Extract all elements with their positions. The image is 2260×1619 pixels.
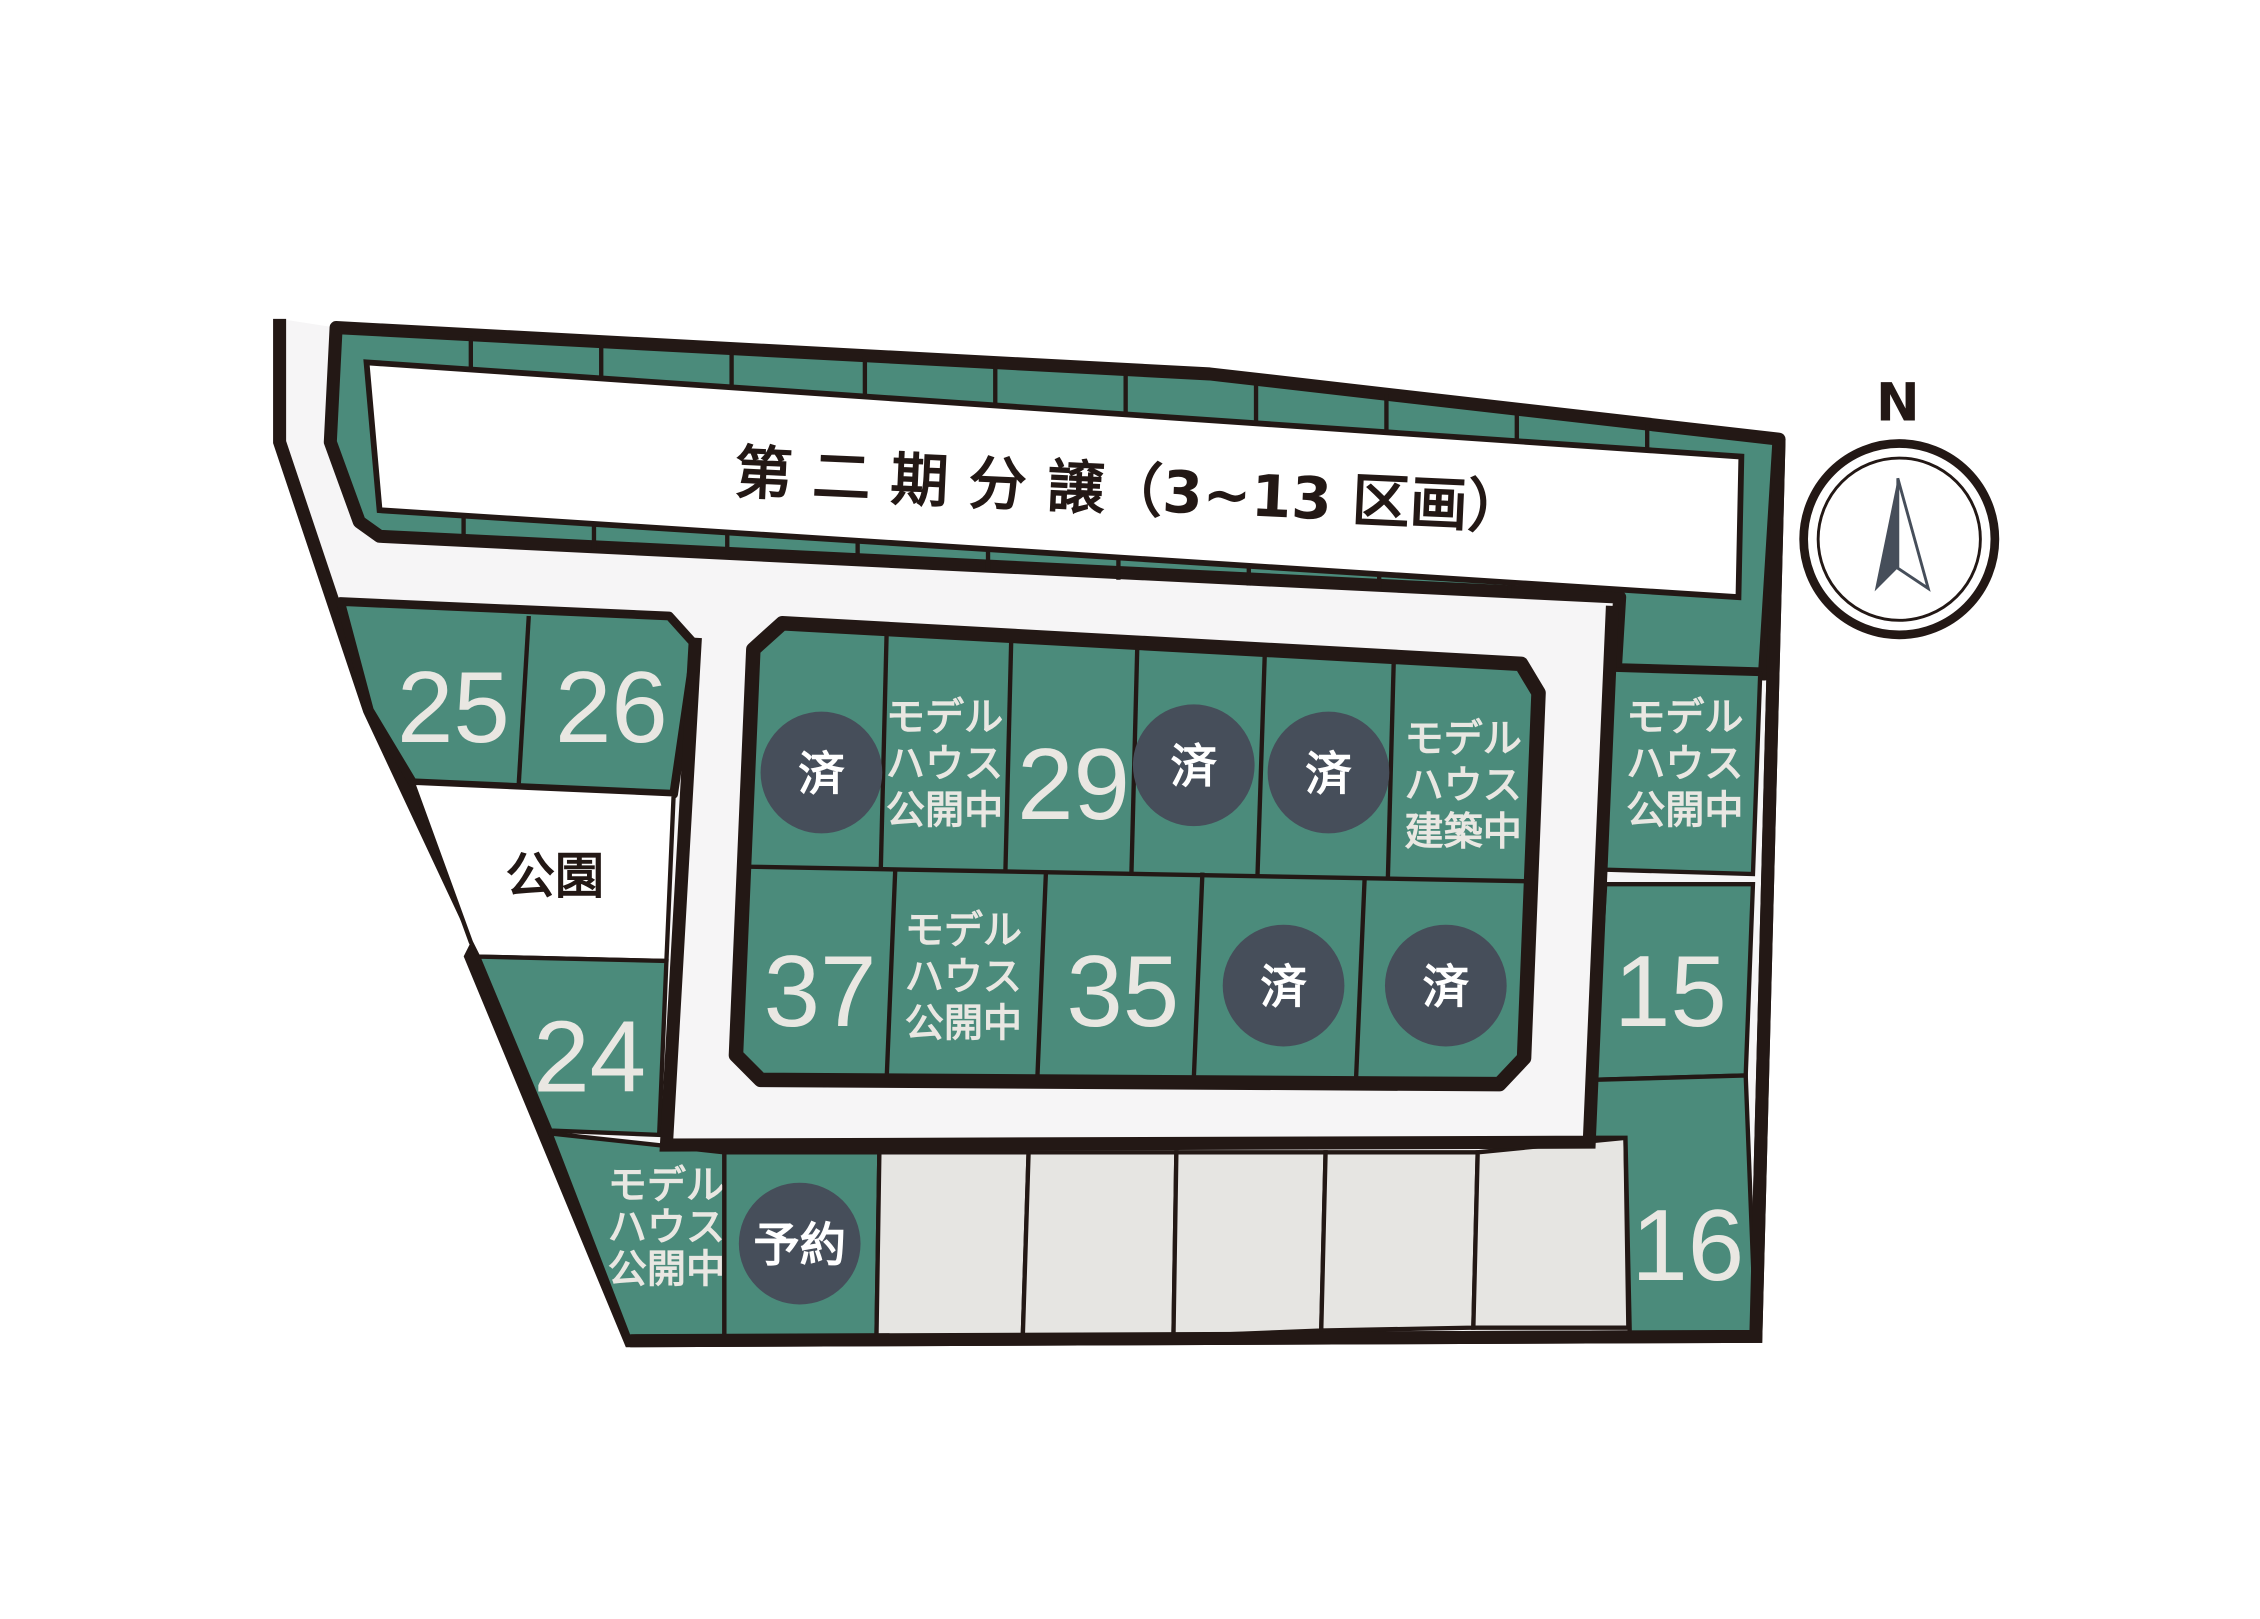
future-lot	[1171, 1150, 1328, 1339]
lot-16-number[interactable]: 16	[1631, 1189, 1744, 1302]
sold-label: 済	[1260, 960, 1307, 1014]
compass: N	[1799, 373, 2000, 640]
sold-badge	[1222, 924, 1345, 1047]
compass-outer-ring	[1799, 439, 2000, 640]
model-house-open-label: モデルハウス公開中	[886, 695, 1003, 833]
lot-37-number[interactable]: 37	[764, 935, 877, 1048]
sold-label: 済	[1305, 747, 1352, 801]
reserved-label: 予約	[753, 1218, 846, 1272]
lot-29-number[interactable]: 29	[1017, 728, 1130, 841]
lot-26-number[interactable]: 26	[555, 651, 668, 764]
lot-24[interactable]	[474, 954, 669, 1138]
model-house-open-label: モデルハウス公開中	[608, 1164, 725, 1293]
future-lot	[1020, 1150, 1179, 1339]
north-arrow-icon	[1874, 477, 1931, 592]
future-lot	[874, 1150, 1031, 1339]
phase-two-banner	[363, 359, 1745, 601]
sold-label: 済	[1171, 740, 1218, 794]
sold-badge	[1384, 924, 1507, 1047]
compass-inner-ring	[1816, 456, 1982, 622]
park-label: 公園	[506, 847, 604, 905]
site-boundary-right	[630, 439, 1786, 1348]
future-lots	[874, 1135, 1631, 1339]
sold-badge	[1267, 711, 1390, 834]
compass-north-label: N	[1876, 373, 1920, 433]
future-lot	[1471, 1135, 1631, 1330]
lot-35-number[interactable]: 35	[1066, 935, 1179, 1048]
model-house-open-label: モデルハウス公開中	[905, 909, 1022, 1047]
lot-24-number[interactable]: 24	[533, 1000, 646, 1113]
sold-badge	[1132, 704, 1255, 827]
reserved-badge	[738, 1182, 861, 1305]
lot-15-number[interactable]: 15	[1614, 935, 1727, 1048]
road-ring-border	[659, 605, 1619, 1152]
lot-divider	[516, 615, 531, 786]
future-lot	[1319, 1150, 1480, 1333]
sold-label: 済	[1423, 960, 1470, 1014]
model-house-building-label: モデルハウス建築中	[1405, 717, 1522, 855]
lot-25-number[interactable]: 25	[397, 651, 510, 764]
model-house-open-label: モデルハウス公開中	[1626, 695, 1743, 833]
sold-badge	[760, 711, 883, 834]
sold-label: 済	[798, 747, 845, 801]
